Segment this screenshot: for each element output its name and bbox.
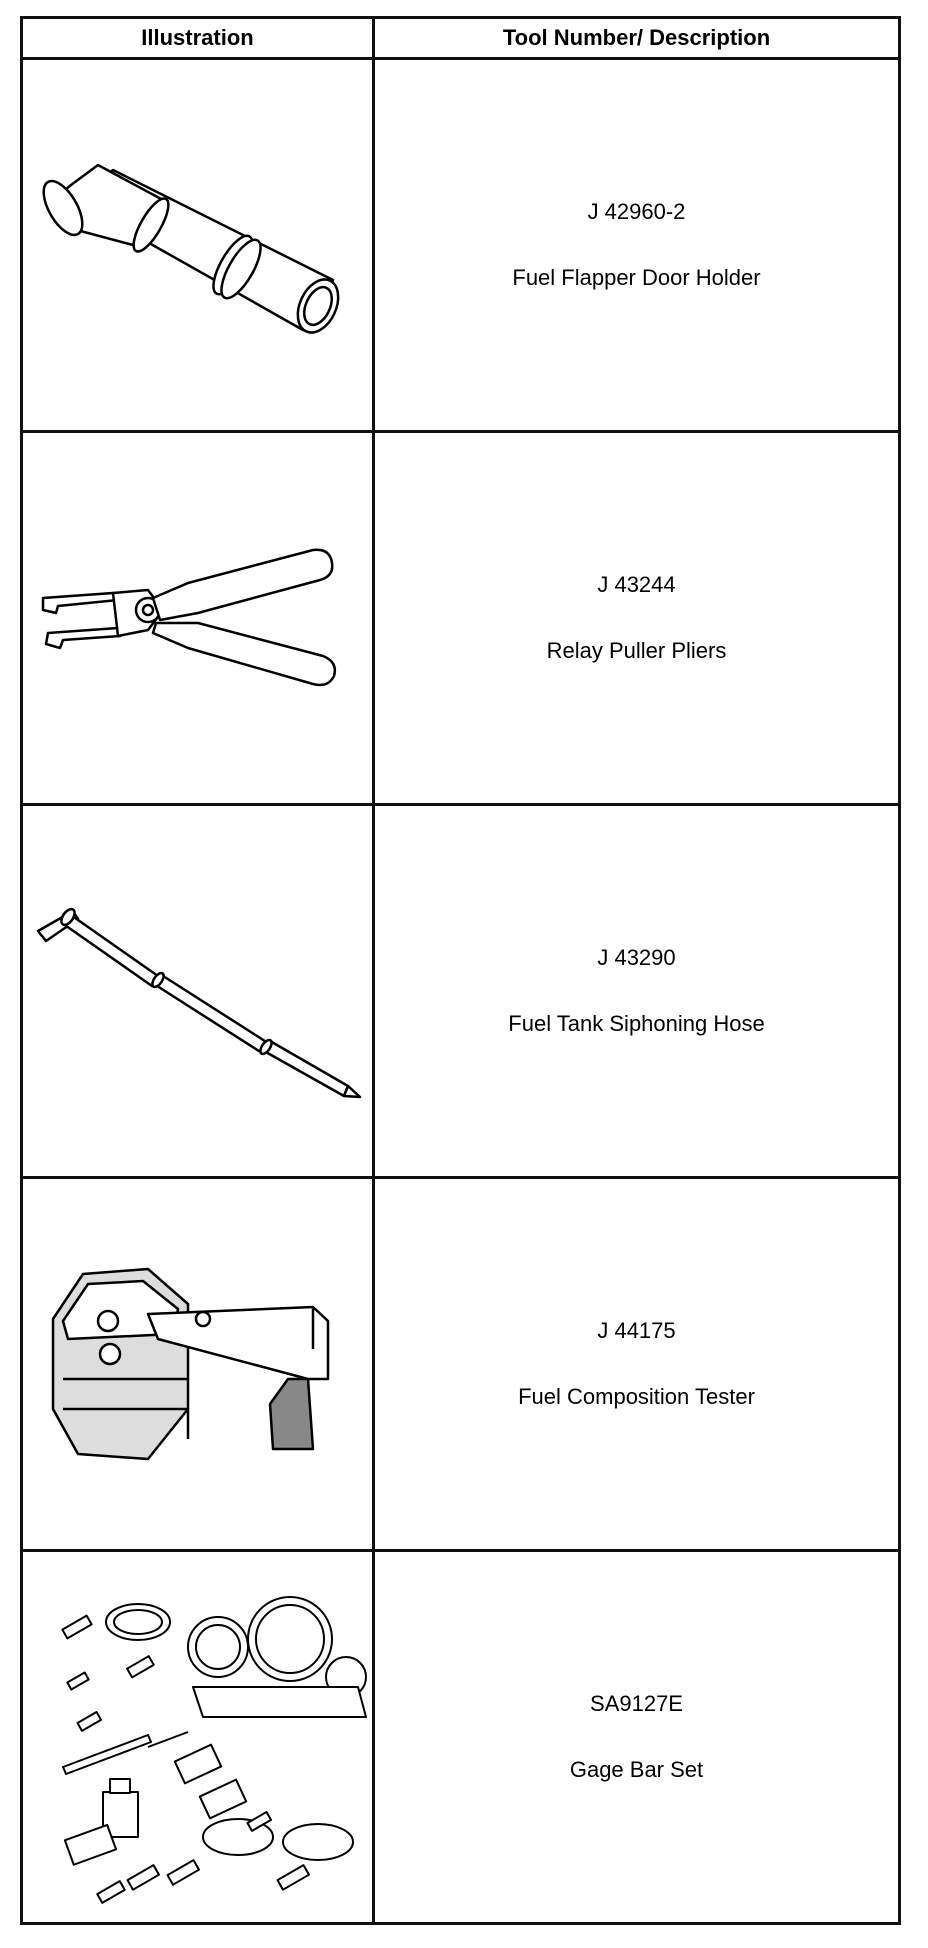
tool-name: Fuel Tank Siphoning Hose <box>508 1011 765 1036</box>
tool-name: Fuel Composition Tester <box>518 1384 755 1409</box>
description-cell: J 43290 Fuel Tank Siphoning Hose <box>372 803 901 1179</box>
tool-name: Fuel Flapper Door Holder <box>512 265 761 290</box>
header-illustration: Illustration <box>20 16 375 60</box>
illustration-cell <box>20 803 375 1179</box>
tool-number: J 43290 <box>597 945 676 970</box>
table-row: J 43290 Fuel Tank Siphoning Hose <box>20 803 901 1179</box>
composition-tester-icon <box>51 1267 329 1461</box>
header-description: Tool Number/ Description <box>372 16 901 60</box>
tool-number: J 44175 <box>597 1318 676 1343</box>
tool-number: J 43244 <box>597 572 676 597</box>
illustration-cell <box>20 1176 375 1552</box>
tool-number: J 42960-2 <box>587 199 686 224</box>
table-row: SA9127E Gage Bar Set <box>20 1549 901 1925</box>
description-cell: SA9127E Gage Bar Set <box>372 1549 901 1925</box>
description-cell: J 44175 Fuel Composition Tester <box>372 1176 901 1552</box>
siphoning-hose-icon <box>36 907 361 1099</box>
table-row: J 44175 Fuel Composition Tester <box>20 1176 901 1552</box>
table-row: J 43244 Relay Puller Pliers <box>20 430 901 806</box>
header-row: Illustration Tool Number/ Description <box>20 16 901 60</box>
illustration-cell <box>20 1549 375 1925</box>
description-cell: J 43244 Relay Puller Pliers <box>372 430 901 806</box>
gage-bar-set-icon <box>60 1596 367 1904</box>
tool-name: Relay Puller Pliers <box>546 638 727 663</box>
description-cell: J 42960-2 Fuel Flapper Door Holder <box>372 57 901 433</box>
tools-table: Illustration Tool Number/ Description <box>20 16 901 1925</box>
illustration-cell <box>20 57 375 433</box>
flapper-door-holder-icon <box>41 163 339 334</box>
tool-number: SA9127E <box>590 1691 683 1716</box>
table-row: J 42960-2 Fuel Flapper Door Holder <box>20 57 901 433</box>
illustration-cell <box>20 430 375 806</box>
tool-name: Gage Bar Set <box>569 1757 704 1782</box>
relay-puller-pliers-icon <box>41 548 336 687</box>
